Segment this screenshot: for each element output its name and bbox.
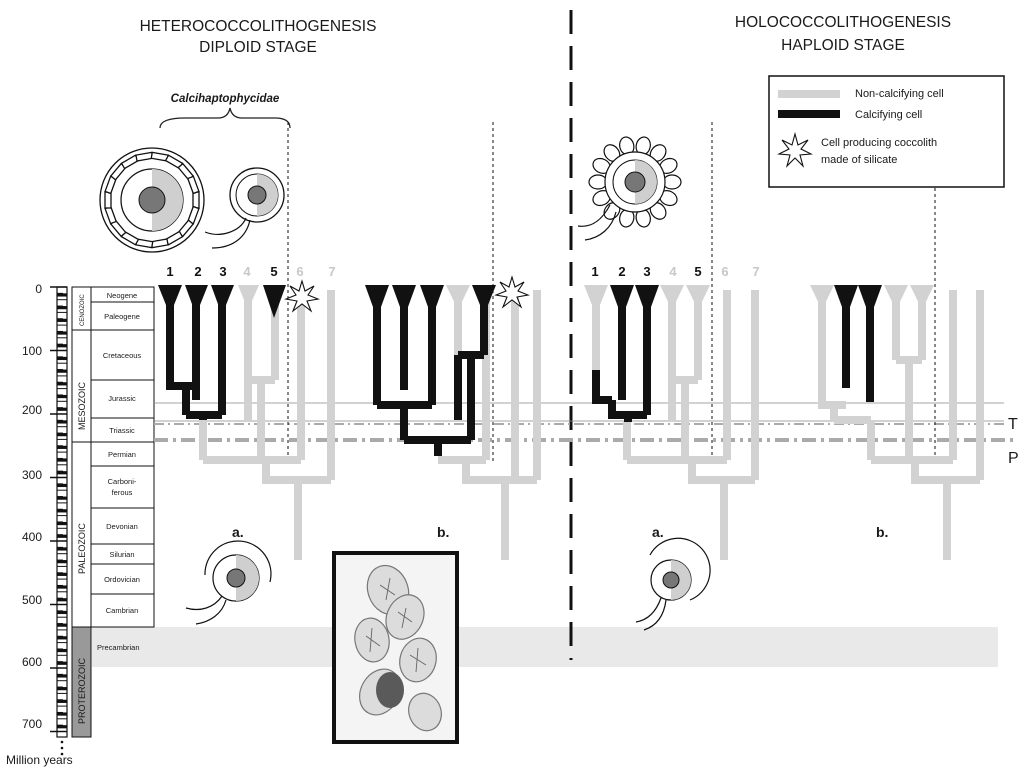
period-permian: Permian bbox=[108, 450, 136, 459]
period-paleogene: Paleogene bbox=[104, 312, 140, 321]
lineage-number-left-7: 7 bbox=[328, 264, 335, 279]
panel-label-left-b: b. bbox=[437, 524, 449, 540]
lineage-number-right-7: 7 bbox=[752, 264, 759, 279]
legend: Non-calcifying cell Calcifying cell Cell… bbox=[769, 76, 1004, 187]
heading-right-line2: HAPLOID STAGE bbox=[781, 37, 905, 54]
boundary-label-p: P bbox=[1008, 450, 1018, 467]
tree-right-a bbox=[584, 285, 755, 560]
tick-200: 200 bbox=[22, 403, 42, 417]
tick-300: 300 bbox=[22, 468, 42, 482]
period-silurian: Silurian bbox=[109, 550, 134, 559]
haploid-motile-cell-bottom bbox=[636, 538, 710, 630]
lineage-number-left-6: 6 bbox=[296, 264, 303, 279]
time-scale: 0 100 200 300 400 500 600 700 Million ye… bbox=[6, 282, 154, 767]
lineage-number-right-4: 4 bbox=[669, 264, 677, 279]
tree-left-a bbox=[158, 281, 331, 560]
precambrian-band bbox=[92, 627, 998, 667]
lineage-number-left-3: 3 bbox=[219, 264, 226, 279]
legend-noncalcifying-swatch bbox=[778, 90, 840, 98]
tree-right-b bbox=[810, 285, 980, 560]
lineage-number-left-2: 2 bbox=[194, 264, 201, 279]
lineage-numbers: 1 2 3 4 5 6 7 1 2 3 4 5 6 7 bbox=[166, 264, 759, 279]
period-devonian: Devonian bbox=[106, 522, 138, 531]
panel-label-right-a: a. bbox=[652, 524, 664, 540]
era-paleozoic-label: PALEOZOIC bbox=[77, 523, 87, 574]
lineage-number-left-4: 4 bbox=[243, 264, 251, 279]
tick-500: 500 bbox=[22, 593, 42, 607]
period-cambrian: Cambrian bbox=[106, 606, 139, 615]
period-neogene: Neogene bbox=[107, 291, 137, 300]
panel-label-left-a: a. bbox=[232, 524, 244, 540]
period-ordovician: Ordovician bbox=[104, 575, 140, 584]
period-jurassic: Jurassic bbox=[108, 394, 136, 403]
period-carboniferous-2: ferous bbox=[112, 488, 133, 497]
period-carboniferous-1: Carboni- bbox=[108, 477, 137, 486]
lineage-number-right-2: 2 bbox=[618, 264, 625, 279]
micrograph-photo bbox=[334, 553, 457, 742]
heading-left-line1: HETEROCOCCOLITHOGENESIS bbox=[140, 18, 377, 35]
boundary-label-t: T bbox=[1008, 416, 1018, 433]
legend-noncalcifying-label: Non-calcifying cell bbox=[855, 88, 944, 100]
diploid-flagellate-cell bbox=[205, 168, 284, 248]
family-brace bbox=[160, 108, 290, 128]
tree-left-b bbox=[365, 277, 537, 560]
diploid-motile-cell-bottom bbox=[186, 541, 271, 624]
lineage-number-left-1: 1 bbox=[166, 264, 173, 279]
lineage-number-right-3: 3 bbox=[643, 264, 650, 279]
haploid-holococcolith-cell bbox=[578, 136, 681, 240]
legend-silicate-label-2: made of silicate bbox=[821, 154, 897, 166]
lineage-number-right-6: 6 bbox=[721, 264, 728, 279]
era-cenozoic-label: CENOZOIC bbox=[80, 294, 86, 326]
legend-calcifying-label: Calcifying cell bbox=[855, 109, 922, 121]
period-triassic: Triassic bbox=[109, 426, 135, 435]
lineage-number-right-5: 5 bbox=[694, 264, 701, 279]
tick-600: 600 bbox=[22, 655, 42, 669]
lineage-number-right-1: 1 bbox=[591, 264, 598, 279]
era-mesozoic-label: MESOZOIC bbox=[77, 381, 87, 430]
legend-silicate-label-1: Cell producing coccolith bbox=[821, 137, 937, 149]
calcifying-tips-left-a bbox=[158, 285, 286, 318]
period-cretaceous: Cretaceous bbox=[103, 351, 142, 360]
period-precambrian: Precambrian bbox=[97, 643, 140, 652]
tick-700: 700 bbox=[22, 717, 42, 731]
legend-calcifying-swatch bbox=[778, 110, 840, 118]
family-label: Calcihaptophycidae bbox=[171, 93, 280, 105]
diploid-coccosphere-cell bbox=[100, 148, 204, 252]
era-proterozoic-label: PROTEROZOIC bbox=[77, 657, 87, 724]
heading-right-line1: HOLOCOCCOLITHOGENESIS bbox=[735, 14, 951, 31]
tick-100: 100 bbox=[22, 344, 42, 358]
heading-left-line2: DIPLOID STAGE bbox=[199, 39, 317, 56]
tick-400: 400 bbox=[22, 530, 42, 544]
panel-label-right-b: b. bbox=[876, 524, 888, 540]
tick-0: 0 bbox=[35, 282, 42, 296]
lineage-number-left-5: 5 bbox=[270, 264, 277, 279]
